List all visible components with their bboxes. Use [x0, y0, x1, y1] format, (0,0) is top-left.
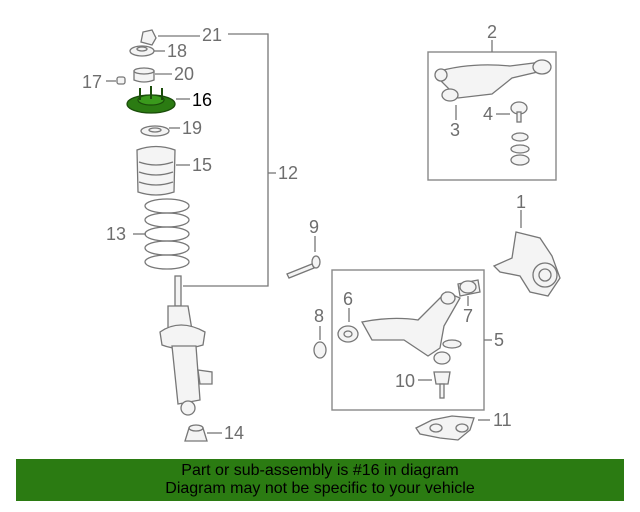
callout-11: 11 [493, 410, 512, 430]
part-14-bushing [184, 424, 208, 442]
callout-7: 7 [463, 306, 473, 326]
callout-1: 1 [516, 192, 526, 212]
part-15-boot [136, 145, 176, 196]
part-7-bushing [457, 279, 481, 297]
part-18-washer [129, 45, 155, 57]
callout-6: 6 [343, 289, 353, 309]
part-5-lower-control-arm [360, 291, 462, 357]
callout-8: 8 [314, 306, 324, 326]
callout-20: 20 [174, 64, 194, 84]
callout-2: 2 [487, 22, 497, 42]
part-9-bolt [286, 255, 321, 279]
part-8-bushing [313, 341, 327, 359]
callout-14: 14 [224, 423, 244, 443]
info-banner: Part or sub-assembly is #16 in diagram D… [16, 459, 624, 501]
callout-3: 3 [450, 120, 460, 140]
callout-16: 16 [192, 90, 212, 110]
part-20-bushing [133, 67, 155, 83]
part-11-bracket [415, 415, 475, 441]
callout-19: 19 [182, 118, 202, 138]
banner-line-1: Part or sub-assembly is #16 in diagram [181, 462, 459, 479]
part-4-ball-joint [510, 101, 530, 166]
part-21-nut [140, 29, 157, 46]
callout-17: 17 [82, 72, 102, 92]
callout-21: 21 [202, 25, 222, 45]
part-10-ball-joint [433, 351, 451, 399]
banner-line-2: Diagram may not be specific to your vehi… [165, 480, 475, 497]
leader-12 [183, 33, 269, 287]
callout-5: 5 [494, 330, 504, 350]
callout-15: 15 [192, 155, 212, 175]
callout-12: 12 [278, 163, 298, 183]
part-3-upper-control-arm [434, 59, 552, 102]
part-1-steering-knuckle [492, 231, 561, 297]
callout-10: 10 [395, 371, 415, 391]
callout-13: 13 [106, 224, 126, 244]
part-17-cap [116, 76, 126, 85]
callout-9: 9 [309, 217, 319, 237]
part-16-strut-mount [126, 86, 176, 114]
part-6-bushing [337, 325, 359, 343]
part-19-seat [140, 125, 170, 137]
part-13-coil-spring [144, 198, 190, 270]
callout-4: 4 [483, 104, 493, 124]
callout-18: 18 [167, 41, 187, 61]
strut-shock-absorber [159, 275, 213, 416]
